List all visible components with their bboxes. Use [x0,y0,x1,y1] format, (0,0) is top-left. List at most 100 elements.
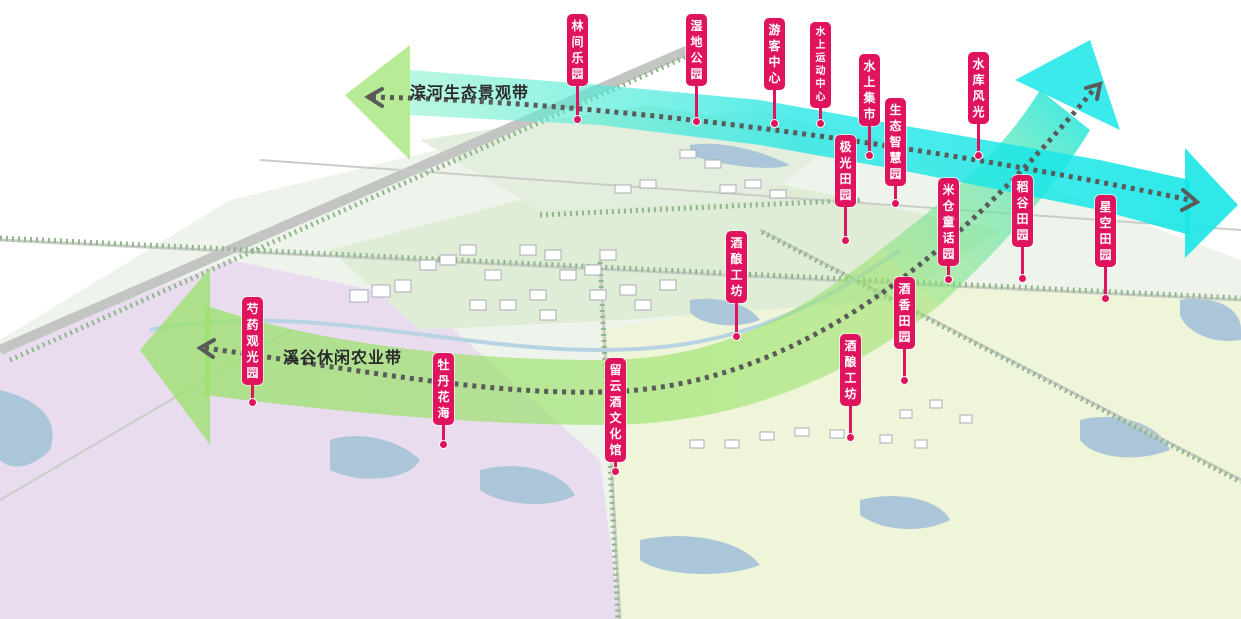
poi-pin-stem [1021,247,1024,277]
poi-pin-dot [692,117,701,126]
poi-pin-stem [1104,267,1107,297]
building [614,184,632,194]
poi-pin-stem [849,406,852,436]
direction-arrows [204,86,1191,395]
poi-pin-stem [576,86,579,118]
poi-label: 稻谷田园 [1012,175,1033,247]
valley-belt-arrowhead [140,268,210,445]
poi-pin-jiuxiang-tianyuan[interactable]: 酒香田园 [894,277,915,385]
poi-pin-micang-tonghuayuan[interactable]: 米仓童话园 [938,178,959,284]
poi-pin-dot [865,151,874,160]
poi-label: 酒酿工坊 [840,334,861,406]
pond-4 [860,496,950,530]
building [914,439,928,449]
pond-7 [690,298,760,326]
building [899,409,913,419]
building [769,189,787,199]
poi-pin-xingkong-tianyuan[interactable]: 星空田园 [1095,195,1116,303]
lake-left [0,390,53,467]
building [599,249,617,261]
building [704,159,722,169]
building [589,289,607,301]
road-diag-east [759,228,1241,482]
riverside-arrowhead-right [1180,188,1201,212]
building [394,279,412,293]
poi-pin-stem [844,207,847,239]
poi-pin-stem [903,349,906,379]
poi-pin-youke-zhongxin[interactable]: 游客中心 [764,18,785,128]
building [794,427,810,437]
building-clusters [349,149,973,449]
stream-north [690,143,790,168]
poi-label: 酒香田园 [894,277,915,349]
poi-pin-shaoyao-guanguangyuan[interactable]: 芍药观光园 [242,297,263,407]
pond-2 [480,466,575,505]
poi-label: 林间乐园 [567,14,588,86]
poi-pin-dot [248,398,257,407]
building [544,249,562,261]
building [349,289,369,303]
building [619,284,637,296]
building [559,269,577,281]
building [744,179,762,189]
poi-pin-shuishang-jishi[interactable]: 水上集市 [859,54,880,160]
poi-label: 极光田园 [835,135,856,207]
valley-arrowhead-top [1084,81,1103,101]
poi-pin-stem [773,90,776,122]
poi-pin-dot [816,119,825,128]
poi-pin-shuiku-fengguang[interactable]: 水库风光 [968,52,989,160]
tree-lines [0,52,1241,619]
building [499,299,517,311]
poi-label: 留云酒文化馆 [605,358,626,462]
poi-pin-dot [732,332,741,341]
poi-pin-stem [735,303,738,335]
poi-pin-shuishang-yundong-zhongxin[interactable]: 水上运动中心 [810,22,831,128]
building [659,279,677,291]
poi-pin-shengtai-zhihuiyuan[interactable]: 生态智慧园 [885,98,906,208]
building [689,439,705,449]
valley-belt-label: 溪谷休闲农业带 [283,348,403,367]
poi-pin-stem [947,266,950,278]
road-main-ew [0,238,1241,302]
poi-label: 水上运动中心 [810,22,831,108]
building [639,179,657,189]
building [529,289,547,301]
building [469,299,487,311]
building [929,399,943,409]
poi-pin-shidi-gongyuan[interactable]: 湿地公园 [686,14,707,126]
poi-label: 湿地公园 [686,14,707,86]
pond-1 [330,436,420,479]
building [459,244,477,256]
poi-label: 生态智慧园 [885,98,906,186]
valley-arrow-path [204,86,1097,395]
poi-pin-stem [819,108,822,122]
building [679,149,697,159]
tree-line-2 [8,52,692,363]
building [879,434,893,444]
pond-3 [640,536,760,575]
direction-arrowheads [196,81,1201,359]
poi-pin-mudan-huahai[interactable]: 牡丹花海 [433,353,454,449]
tree-line-4 [760,229,1241,485]
poi-pin-dot [846,433,855,442]
poi-pin-stem [251,385,254,401]
building [484,269,502,281]
poi-pin-stem [614,462,617,470]
poi-pin-daogu-tianyuan[interactable]: 稻谷田园 [1012,175,1033,283]
riverside-arrow-path [371,94,1191,203]
poi-pin-linjian-leyuan[interactable]: 林间乐园 [567,14,588,124]
pond-5 [1080,416,1170,458]
poi-pin-stem [977,124,980,154]
poi-pin-jiguang-tianyuan[interactable]: 极光田园 [835,135,856,245]
poi-pin-dot [770,119,779,128]
poi-pin-stem [868,126,871,154]
building [439,254,457,266]
poi-pin-dot [1018,274,1027,283]
building [419,259,437,271]
valley-arrowhead-left [196,338,216,359]
poi-pin-jiuniang-gongfang-1[interactable]: 酒酿工坊 [726,231,747,341]
poi-pin-liuyunjiu-wenhuaguan[interactable]: 留云酒文化馆 [605,358,626,476]
poi-pin-jiuniang-gongfang-2[interactable]: 酒酿工坊 [840,334,861,442]
